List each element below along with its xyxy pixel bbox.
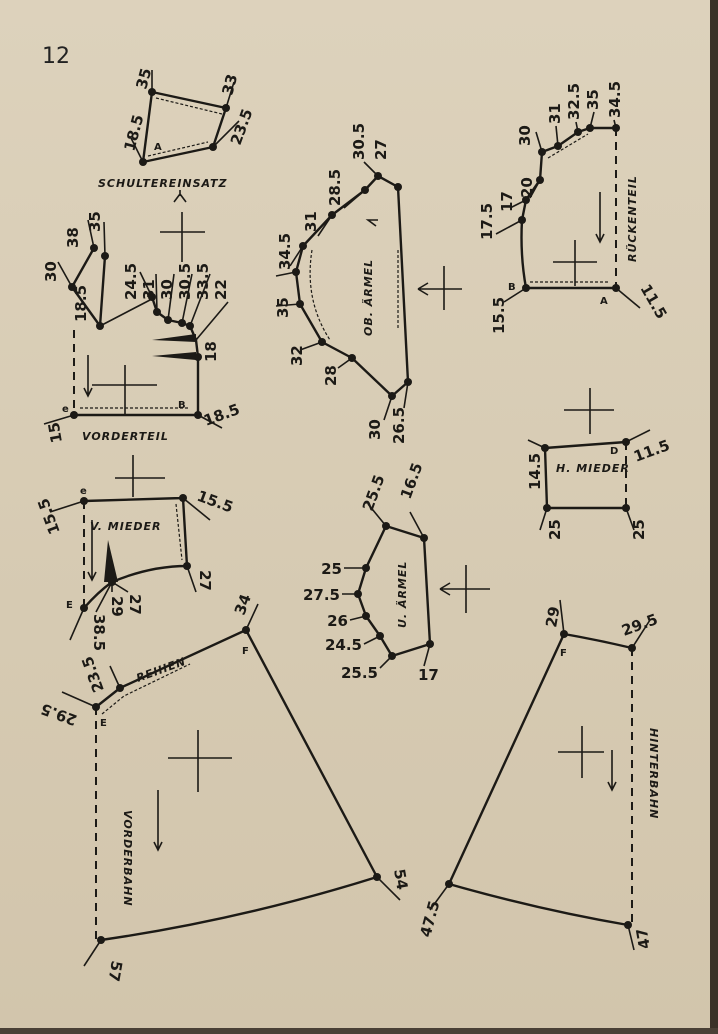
- measurement-label: 38.5: [90, 614, 108, 651]
- measurement-label: A: [600, 296, 608, 307]
- measurement-label: D: [610, 446, 618, 457]
- measurement-label: 30.5: [350, 123, 368, 160]
- measurement-label: 30.5: [176, 263, 194, 300]
- measurement-label: 11.5: [631, 436, 672, 466]
- measurement-label: 26.5: [390, 407, 408, 444]
- measurement-label: 25: [546, 519, 564, 540]
- measurement-label: 26: [327, 612, 348, 630]
- measurement-label: 25.5: [359, 472, 389, 513]
- piece-ob-aermel: 30.5 27 28.5 31 34.5 35 32 28 30 26.5 OB…: [274, 123, 412, 444]
- measurement-label: B: [178, 400, 186, 411]
- measurement-label: 30: [42, 261, 60, 282]
- measurement-label: 20: [518, 177, 536, 198]
- grain-crosses: [83, 190, 617, 852]
- measurement-label: 28.5: [326, 169, 344, 206]
- piece-rueckenteil: 30 31 32.5 35 34.5 20 17 17.5 15.5 11.5 …: [478, 81, 671, 334]
- measurement-label: F: [560, 648, 567, 659]
- measurement-label: A: [154, 142, 162, 153]
- piece-title: VORDERTEIL: [82, 430, 169, 443]
- piece-h-mieder: 11.5 14.5 25 25 D H. MIEDER: [526, 429, 672, 540]
- piece-title: OB. ÄRMEL: [361, 259, 375, 336]
- measurement-label: 31: [140, 279, 158, 300]
- measurement-label: 34: [231, 592, 255, 618]
- piece-title: VORDERBAHN: [121, 810, 134, 907]
- measurement-label: 30: [158, 279, 176, 300]
- measurement-label: 31: [302, 211, 320, 232]
- measurement-label: 35: [274, 297, 292, 318]
- measurement-label: 18: [202, 341, 220, 362]
- measurement-label: 16.5: [397, 460, 427, 501]
- measurement-label: 32: [288, 345, 306, 366]
- measurement-label: 31: [546, 103, 564, 124]
- measurement-label: 24.5: [122, 263, 140, 300]
- measurement-label: 27: [372, 139, 390, 160]
- measurement-label: 33: [218, 72, 241, 97]
- measurement-label: 25.5: [341, 664, 378, 682]
- measurement-label: 18.5: [72, 285, 90, 322]
- piece-vorderteil: 30 38 35 18.5 24.5 31 30 30.5 33.5 22 18…: [42, 211, 242, 444]
- measurement-label: 11.5: [637, 281, 671, 322]
- measurement-label: 38: [64, 227, 82, 248]
- measurement-label: B: [508, 282, 516, 293]
- measurement-label: 30: [516, 125, 534, 146]
- measurement-label: 24.5: [325, 636, 362, 654]
- piece-title: RÜCKENTEIL: [625, 175, 639, 262]
- measurement-label: 23.5: [227, 106, 257, 147]
- measurement-label: 15: [45, 421, 66, 445]
- piece-u-aermel: 25.5 16.5 25 27.5 26 24.5 25.5 17 U. ÄRM…: [303, 460, 439, 684]
- piece-v-mieder: 15.5 15.5 27 27 29 38.5 e E V. MIEDER: [34, 486, 235, 651]
- piece-title: SCHULTEREINSATZ: [98, 177, 228, 190]
- page-number: 12: [42, 44, 70, 69]
- measurement-label: 27: [126, 594, 144, 615]
- piece-title: V. MIEDER: [90, 520, 161, 533]
- measurement-label: 33.5: [194, 263, 212, 300]
- measurement-label: 15.5: [34, 496, 64, 537]
- measurement-label: 15.5: [490, 297, 508, 334]
- piece-schultereinsatz: 35 33 23.5 18.5 A SCHULTEREINSATZ: [98, 66, 256, 190]
- measurement-label: E: [100, 718, 107, 729]
- measurement-label: 23.5: [78, 654, 108, 695]
- measurement-label: 35: [584, 89, 602, 110]
- piece-hinterbahn: 29 29.5 47.5 47 F HINTERBAHN: [416, 599, 660, 951]
- measurement-label: 25: [321, 560, 342, 578]
- measurement-label: 22: [212, 279, 230, 300]
- measurement-label: 18.5: [201, 400, 242, 430]
- measurement-label: 35: [132, 66, 155, 91]
- measurement-label: 27.5: [303, 586, 340, 604]
- measurement-label: 25: [630, 519, 648, 540]
- measurement-label: 30: [366, 419, 384, 440]
- measurement-label: 32.5: [565, 83, 583, 120]
- measurement-label: e: [80, 486, 87, 497]
- measurement-label: 29: [108, 596, 126, 617]
- measurement-label: 47: [633, 927, 654, 951]
- measurement-label: 47.5: [416, 899, 443, 939]
- measurement-label: 17.5: [478, 203, 496, 240]
- measurement-label: F: [242, 646, 249, 657]
- measurement-label: 34.5: [606, 81, 624, 118]
- measurement-label: 14.5: [526, 453, 544, 490]
- measurement-label: 29: [542, 605, 563, 629]
- measurement-label: e: [62, 404, 69, 415]
- measurement-label: 34.5: [276, 233, 294, 270]
- piece-title: HINTERBAHN: [647, 728, 660, 819]
- seam-note: REIHEN: [135, 655, 188, 685]
- measurement-label: 29.5: [38, 700, 79, 730]
- measurement-label: 35: [86, 211, 104, 232]
- piece-title: U. ÄRMEL: [395, 561, 409, 628]
- page-edge: [710, 0, 718, 1034]
- measurement-label: 28: [322, 365, 340, 386]
- measurement-label: 54: [390, 868, 411, 892]
- measurement-label: 18.5: [120, 113, 147, 153]
- measurement-label: E: [66, 600, 73, 611]
- measurement-label: 17: [418, 666, 439, 684]
- measurement-label: 27: [196, 570, 214, 591]
- page-edge-bottom: [0, 1028, 718, 1034]
- piece-title: H. MIEDER: [556, 462, 630, 475]
- measurement-label: 57: [104, 959, 125, 983]
- measurement-label: 17: [498, 191, 516, 212]
